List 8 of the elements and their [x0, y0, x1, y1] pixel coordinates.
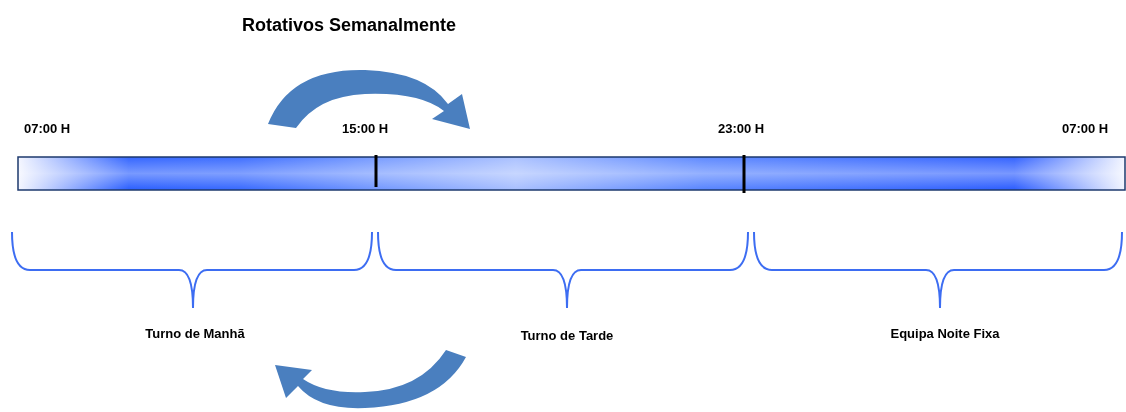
time-label: 23:00 H: [718, 121, 765, 136]
time-label: 15:00 H: [342, 121, 389, 136]
shift-label: Turno de Tarde: [520, 328, 614, 343]
time-label: 07:00 H: [24, 121, 71, 136]
shift-label: Turno de Manhã: [145, 326, 245, 341]
title: Rotativos Semanalmente: [242, 15, 457, 36]
time-label: 07:00 H: [1062, 121, 1109, 136]
shift-label: Equipa Noite Fixa: [890, 326, 1000, 341]
